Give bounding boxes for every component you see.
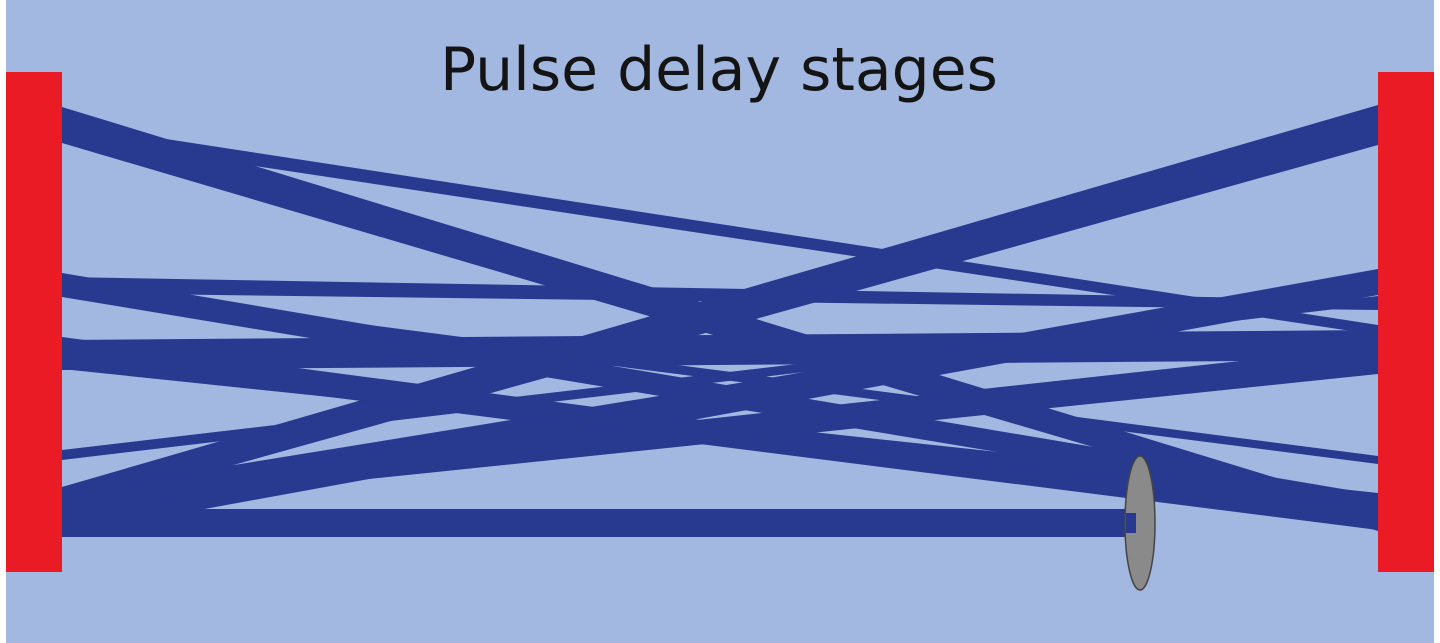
left-mirror: [6, 72, 62, 572]
beam-path-3: [62, 105, 1378, 513]
pickoff-mirror: [1124, 455, 1156, 591]
beam-path-11: [62, 346, 1378, 511]
right-mirror: [1378, 72, 1434, 572]
beam-paths: [62, 105, 1378, 537]
pickoff-mirror-disc: [1124, 455, 1156, 591]
beam-path-6: [62, 277, 1378, 310]
beam-path-2: [62, 123, 1378, 335]
output-beam: [62, 509, 1137, 537]
diagram-title: Pulse delay stages: [440, 35, 998, 105]
beam-path-13: [62, 296, 1378, 460]
pickoff-mirror-slot: [1126, 513, 1136, 533]
